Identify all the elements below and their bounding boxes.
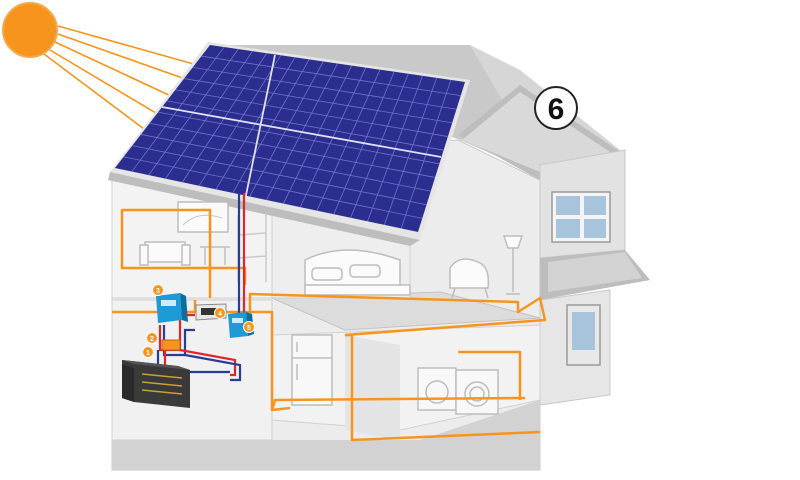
svg-text:2: 2 (150, 336, 154, 343)
svg-text:5: 5 (247, 325, 251, 332)
battery-icon (122, 360, 190, 408)
marker-5: 5 (244, 322, 255, 333)
svg-text:3: 3 (156, 288, 160, 295)
marker-2: 2 (147, 333, 158, 344)
fuse-icon (162, 340, 180, 350)
charge-controller-icon (156, 293, 188, 323)
washer-icon (418, 368, 456, 410)
marker-3: 3 (153, 285, 164, 296)
svg-text:1: 1 (146, 350, 150, 357)
door (567, 305, 600, 365)
fridge-icon (292, 335, 332, 405)
svg-text:4: 4 (218, 311, 222, 318)
window (552, 192, 610, 242)
tv-icon (178, 202, 228, 232)
sun-icon (3, 3, 57, 57)
svg-text:6: 6 (548, 93, 565, 126)
marker-1: 1 (143, 347, 154, 358)
marker-4: 4 (215, 308, 226, 319)
dryer-icon (456, 370, 498, 414)
step-badge: 6 (535, 87, 577, 129)
sofa-icon (140, 242, 190, 265)
